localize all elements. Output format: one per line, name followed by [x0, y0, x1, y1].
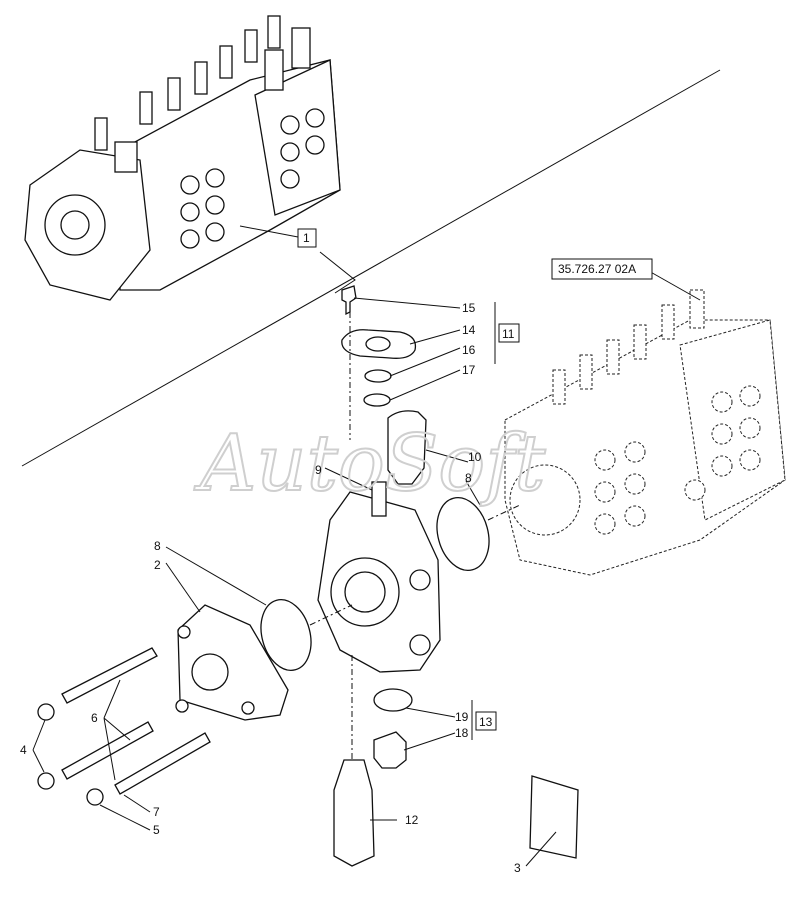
overview-spool-stems: [94, 15, 311, 173]
plug-18: [373, 731, 407, 769]
exploded-section: [37, 285, 579, 867]
callout-5: 5: [153, 823, 160, 837]
cartridge-12: [333, 759, 375, 867]
reference-label: 35.726.27 02A: [558, 262, 636, 276]
callout-7: 7: [153, 805, 160, 819]
callout-2: 2: [154, 558, 161, 572]
o-ring-16: [364, 369, 392, 383]
callout-11: 11: [502, 327, 515, 341]
reference-port-circles: [594, 385, 761, 535]
relief-valve-10: [387, 410, 427, 485]
callout-8-right: 8: [465, 471, 472, 485]
callout-box-11: [498, 323, 520, 343]
nut-4-top: [37, 703, 55, 721]
callout-6: 6: [91, 711, 98, 725]
overview-port-circles: [180, 108, 325, 249]
callout-1: 1: [303, 231, 310, 245]
callout-4: 4: [20, 743, 27, 757]
callout-13: 13: [479, 715, 493, 729]
callout-3: 3: [514, 861, 521, 875]
nut-4-bottom: [37, 772, 55, 790]
reference-box: [551, 258, 653, 280]
callout-8-left: 8: [154, 539, 161, 553]
callout-14: 14: [462, 323, 476, 337]
o-ring-17: [363, 393, 391, 407]
reference-spool-stems: [552, 289, 705, 405]
callout-19: 19: [455, 710, 469, 724]
callout-box-13: [475, 711, 497, 731]
valve-assembly-reference-ghost: [504, 289, 786, 576]
o-ring-8-left: [260, 599, 312, 671]
section-divider-line: [21, 69, 721, 467]
tie-rods-6: [61, 647, 158, 780]
callout-17: 17: [462, 363, 476, 377]
seal-ring-19: [373, 688, 413, 712]
screw-15: [341, 285, 357, 316]
callout-12: 12: [405, 813, 419, 827]
end-cover-2: [177, 604, 289, 721]
callout-18: 18: [455, 726, 469, 740]
leader-lines: [32, 225, 701, 867]
assembly-axis-lines: [309, 312, 521, 760]
washer-5: [86, 788, 104, 806]
callout-15: 15: [462, 301, 476, 315]
callout-boxes: [297, 228, 653, 731]
callout-labels: 1 35.726.27 02A 15 14 11 16 17 9 10 8 8 …: [20, 231, 636, 875]
callout-9: 9: [315, 463, 322, 477]
watermark-text: AutoSoft: [194, 419, 546, 509]
callout-10: 10: [468, 450, 482, 464]
callout-box-1: [297, 228, 317, 248]
callout-16: 16: [462, 343, 476, 357]
seal-kit-bag-3: [529, 775, 579, 859]
valve-assembly-overview: [24, 15, 341, 301]
tie-rod-7: [114, 732, 211, 795]
o-ring-8-right: [436, 497, 490, 571]
